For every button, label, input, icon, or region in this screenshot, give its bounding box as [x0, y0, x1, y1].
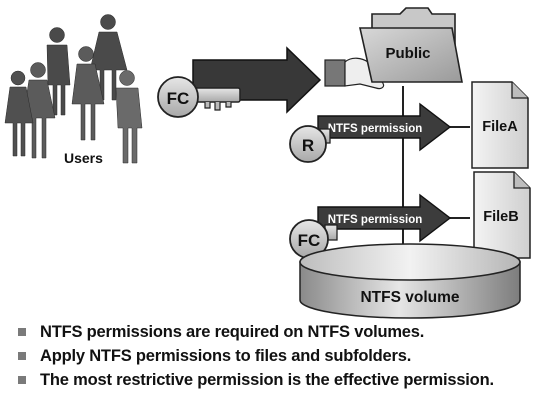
fileb-key-label: FC	[298, 231, 321, 250]
share-key-label: FC	[167, 89, 190, 108]
bullet-text: The most restrictive permission is the e…	[40, 371, 494, 389]
fileb-label: FileB	[483, 209, 518, 225]
users-group-icon	[4, 14, 143, 164]
bullet-square-icon	[18, 376, 26, 384]
bullet-square-icon	[18, 328, 26, 336]
fileb-key-icon	[289, 219, 338, 259]
ntfs-volume-label: NTFS volume	[360, 289, 459, 306]
filea-key-icon	[289, 125, 331, 163]
bullet-square-icon	[18, 352, 26, 360]
fileb-document-icon	[473, 171, 531, 259]
share-key-icon	[157, 76, 241, 118]
ntfs-permissions-diagram: Users FC Public NTFS permission R FileA …	[4, 7, 531, 319]
users-label: Users	[64, 150, 103, 166]
bullet-item: The most restrictive permission is the e…	[12, 368, 538, 392]
filea-permission-label: NTFS permission	[328, 123, 423, 135]
bullet-item: Apply NTFS permissions to files and subf…	[12, 344, 538, 368]
bullet-item: NTFS permissions are required on NTFS vo…	[12, 320, 538, 344]
fileb-permission-label: NTFS permission	[328, 214, 423, 226]
ntfs-volume-cylinder-icon	[299, 243, 521, 319]
bullet-list: NTFS permissions are required on NTFS vo…	[12, 320, 538, 392]
filea-label: FileA	[482, 119, 518, 135]
bullet-text: Apply NTFS permissions to files and subf…	[40, 347, 412, 365]
filea-document-icon	[471, 81, 529, 169]
folder-icon	[359, 7, 463, 83]
share-label: Public	[385, 45, 430, 62]
filea-key-label: R	[302, 136, 314, 155]
bullet-text: NTFS permissions are required on NTFS vo…	[40, 323, 425, 341]
filea-permission-arrow	[317, 102, 452, 152]
